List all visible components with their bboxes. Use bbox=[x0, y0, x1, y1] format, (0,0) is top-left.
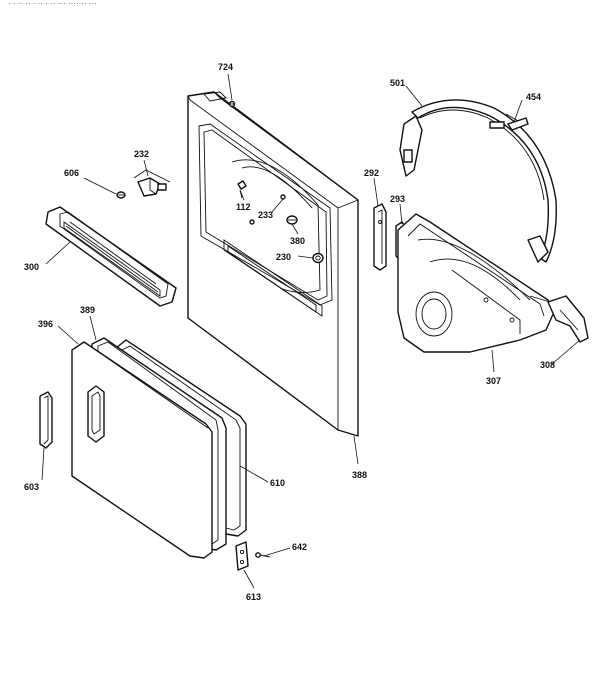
callout-501: 501 bbox=[390, 78, 405, 88]
upper-ring bbox=[399, 99, 557, 263]
bracket-292 bbox=[373, 203, 387, 271]
screw-642 bbox=[255, 552, 271, 558]
callout-724: 724 bbox=[218, 62, 233, 72]
hinge-613 bbox=[235, 541, 249, 571]
callout-389: 389 bbox=[80, 305, 95, 315]
callout-293: 293 bbox=[390, 194, 405, 204]
callout-380: 380 bbox=[290, 236, 305, 246]
callout-307: 307 bbox=[486, 376, 501, 386]
callout-292: 292 bbox=[364, 168, 379, 178]
callout-300: 300 bbox=[24, 262, 39, 272]
door-handle bbox=[87, 385, 105, 443]
screw-724 bbox=[228, 100, 236, 108]
callout-606: 606 bbox=[64, 168, 79, 178]
handle-603 bbox=[39, 391, 53, 449]
callout-642: 642 bbox=[292, 542, 307, 552]
callout-232: 232 bbox=[134, 149, 149, 159]
lint-filter bbox=[45, 206, 177, 307]
front-panel bbox=[187, 91, 359, 437]
callout-603: 603 bbox=[24, 482, 39, 492]
part-454 bbox=[507, 117, 529, 131]
callout-454: 454 bbox=[526, 92, 541, 102]
header-text: · · ·· ·· · ·· · ·· ··· ······· ··· bbox=[8, 0, 97, 8]
callout-613: 613 bbox=[246, 592, 261, 602]
door-switch bbox=[133, 169, 171, 197]
front-bulkhead bbox=[397, 213, 555, 353]
door-outer-panel bbox=[71, 341, 213, 559]
duct-seal-308 bbox=[547, 295, 589, 343]
callout-112: 112 bbox=[236, 202, 251, 212]
callout-610: 610 bbox=[270, 478, 285, 488]
callout-230: 230 bbox=[276, 252, 291, 262]
callout-396: 396 bbox=[38, 319, 53, 329]
callout-233: 233 bbox=[258, 210, 273, 220]
part-230 bbox=[312, 252, 324, 264]
screw-606 bbox=[116, 191, 126, 199]
part-380 bbox=[286, 215, 298, 225]
callout-388: 388 bbox=[352, 470, 367, 480]
callout-308: 308 bbox=[540, 360, 555, 370]
leader-lines bbox=[41, 73, 581, 589]
